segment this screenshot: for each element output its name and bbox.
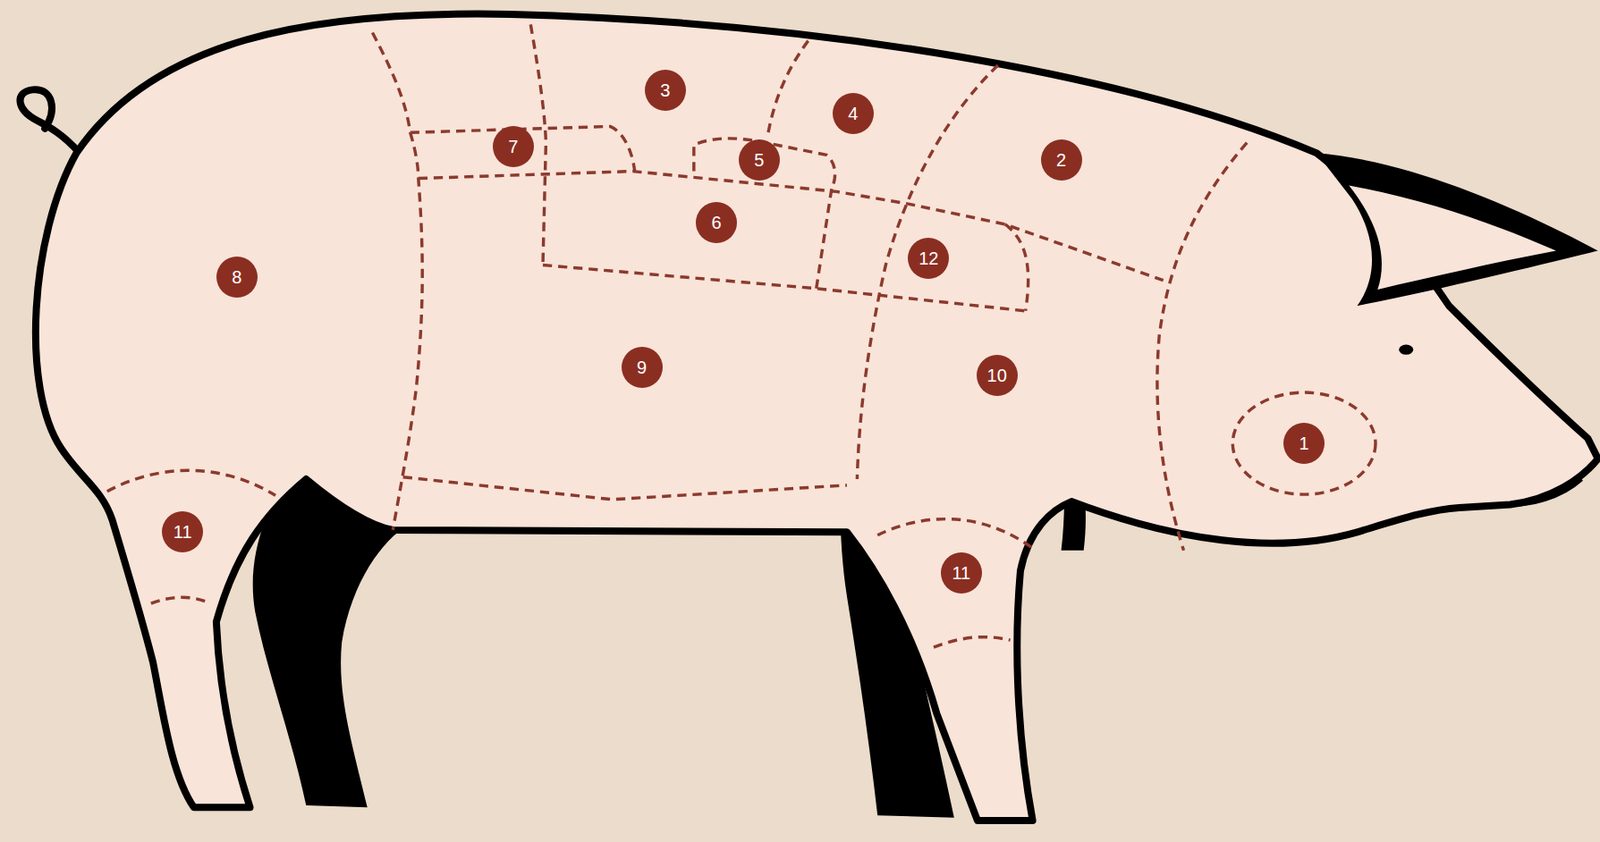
callout-number: 8 bbox=[216, 256, 258, 298]
callout-circle-shape bbox=[976, 355, 1018, 397]
callout-label: 11 bbox=[173, 523, 193, 542]
pig-eye bbox=[1398, 344, 1414, 355]
cut-line bbox=[1232, 392, 1376, 495]
callout-label: 11 bbox=[951, 564, 971, 583]
callout-label: 6 bbox=[711, 213, 721, 232]
callout-number: 4 bbox=[832, 93, 874, 135]
callout-number: 11 bbox=[161, 511, 204, 553]
cut-line bbox=[107, 470, 276, 496]
cut-lines bbox=[107, 24, 1376, 648]
cut-line bbox=[933, 637, 1011, 648]
cut-line bbox=[816, 188, 832, 289]
cut-line bbox=[372, 32, 423, 531]
cut-line bbox=[1005, 224, 1029, 312]
cut-line bbox=[151, 597, 211, 604]
callout-label: 1 bbox=[1299, 434, 1310, 453]
callout-circle-shape bbox=[907, 237, 949, 280]
cut-line bbox=[410, 126, 635, 171]
callout-circle-shape bbox=[738, 139, 780, 181]
callout-number: 12 bbox=[907, 237, 949, 280]
callout-circle-shape bbox=[1041, 139, 1083, 181]
callout-number: 6 bbox=[695, 202, 737, 244]
pig-tail bbox=[19, 89, 80, 153]
callout-label: 12 bbox=[918, 249, 939, 268]
callout-circle-shape bbox=[695, 202, 737, 244]
callout-number: 7 bbox=[492, 126, 534, 168]
callout-label: 3 bbox=[660, 81, 670, 100]
cut-line bbox=[856, 65, 998, 480]
callout-label: 5 bbox=[753, 151, 764, 170]
callout-number: 11 bbox=[940, 552, 983, 594]
callout-circle-shape bbox=[161, 511, 204, 553]
cut-line bbox=[403, 477, 847, 500]
callout-number: 5 bbox=[738, 139, 780, 181]
pig-ear-inner bbox=[1348, 186, 1557, 290]
callout-circle-shape bbox=[1283, 423, 1325, 465]
pig-mouth bbox=[1499, 479, 1582, 506]
callout-circle-shape bbox=[216, 256, 258, 298]
pig-ear bbox=[1316, 152, 1599, 306]
callout-number: 9 bbox=[621, 347, 663, 389]
cut-line bbox=[694, 138, 836, 189]
callout-label: 8 bbox=[231, 268, 242, 287]
pig-body bbox=[35, 14, 1599, 822]
callout-label: 4 bbox=[847, 104, 858, 123]
callout-circle-shape bbox=[832, 93, 874, 135]
cut-line bbox=[877, 519, 1036, 551]
cut-line bbox=[418, 171, 1164, 281]
callout-number: 1 bbox=[1283, 423, 1325, 465]
callout-circle-shape bbox=[644, 69, 686, 111]
callout-number: 10 bbox=[976, 355, 1018, 397]
cut-line bbox=[767, 41, 809, 138]
callout-label: 7 bbox=[507, 137, 518, 156]
callout-number: 2 bbox=[1041, 139, 1083, 181]
callout-label: 10 bbox=[987, 366, 1008, 385]
callout-circle-shape bbox=[621, 347, 663, 389]
cut-line bbox=[542, 265, 1026, 312]
callout-label: 2 bbox=[1056, 151, 1067, 170]
callout-label: 9 bbox=[636, 358, 647, 377]
callout-number: 3 bbox=[644, 69, 686, 111]
callout-circle-shape bbox=[492, 126, 534, 168]
callout-circle-shape bbox=[940, 552, 983, 594]
cut-line bbox=[1157, 143, 1247, 551]
